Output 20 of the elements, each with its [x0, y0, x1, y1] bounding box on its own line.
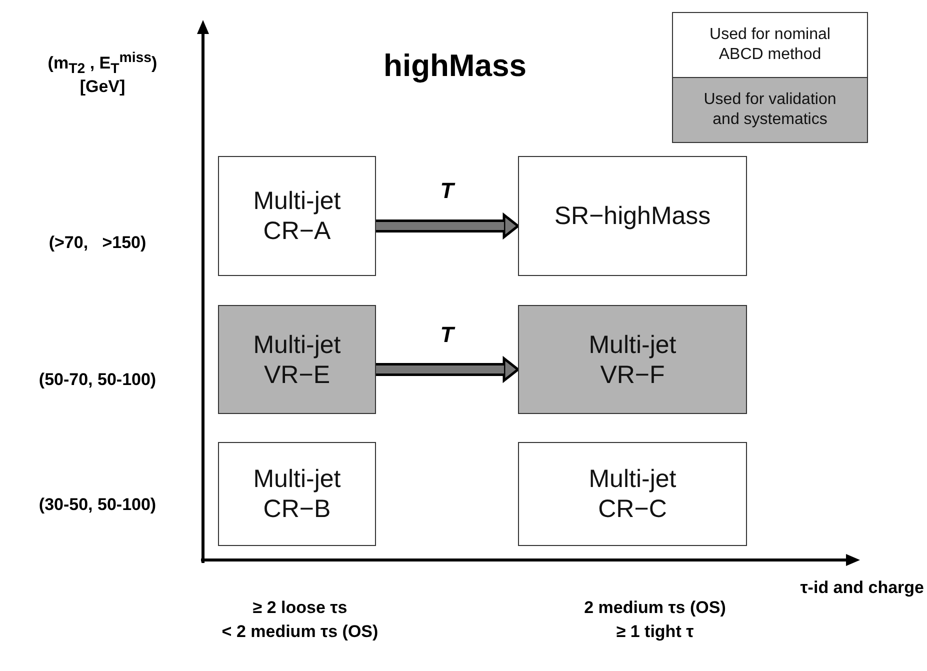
region-box: Multi-jet CR−A	[218, 156, 376, 276]
axis-title: τ-id and charge	[799, 578, 924, 598]
column-label: ≥ 2 loose τs	[252, 598, 348, 618]
row-label: (30-50, 50-100)	[38, 495, 158, 515]
column-label: ≥ 1 tight τ	[615, 622, 695, 642]
column-label: < 2 medium τs (OS)	[220, 622, 380, 642]
legend-entry: Used for nominal ABCD method	[672, 12, 868, 78]
region-box: SR−highMass	[518, 156, 747, 276]
edge-label: T	[440, 322, 454, 348]
region-box: Multi-jet VR−E	[218, 305, 376, 414]
region-box: Multi-jet VR−F	[518, 305, 747, 414]
region-box: Multi-jet CR−B	[218, 442, 376, 546]
row-label: (50-70, 50-100)	[38, 370, 158, 390]
region-box: Multi-jet CR−C	[518, 442, 747, 546]
column-label: 2 medium τs (OS)	[583, 598, 727, 618]
row-label: (>70, >150)	[48, 233, 148, 253]
axis-title: (m$_{T2}$ , E$_{T}$$^{miss}$) [GeV]	[46, 50, 158, 98]
legend-entry: Used for validation and systematics	[672, 77, 868, 143]
edge-label: T	[440, 178, 454, 204]
diagram-title: highMass	[382, 48, 528, 84]
